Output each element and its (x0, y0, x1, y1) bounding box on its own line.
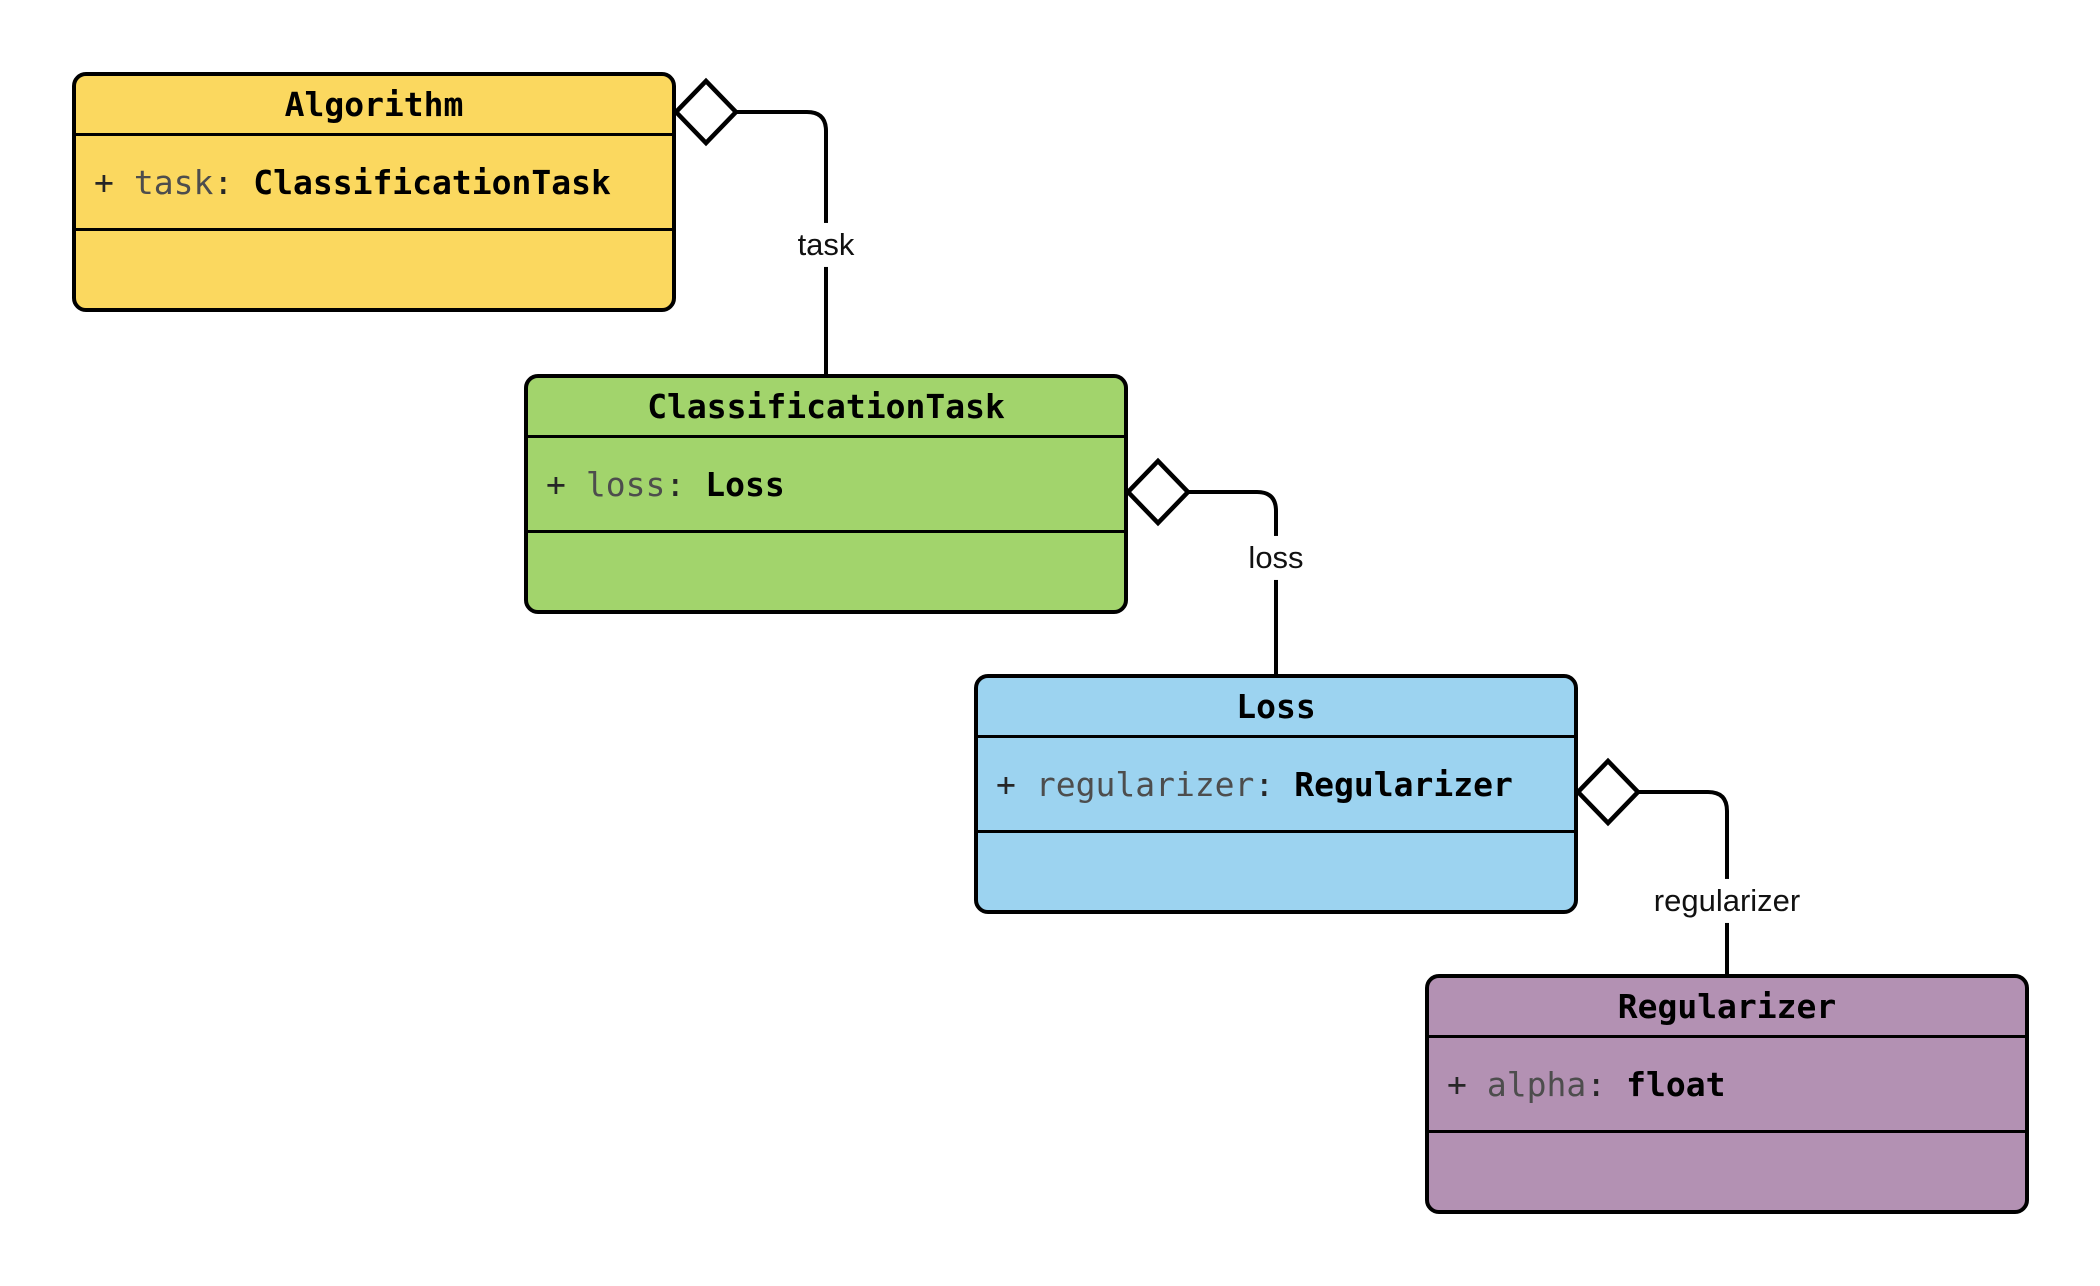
attribute-colon: : (1254, 764, 1275, 804)
attribute-colon: : (213, 162, 234, 202)
attribute-visibility: + (94, 162, 114, 202)
class-box-loss: Loss + regularizer: Regularizer (974, 674, 1578, 914)
class-title: Regularizer (1429, 978, 2025, 1038)
attribute-row: + loss: Loss (528, 438, 1124, 533)
aggregation-diamond-icon (1574, 757, 1642, 827)
edge-task (672, 77, 828, 374)
methods-compartment-empty (76, 231, 672, 308)
aggregation-diamond-icon (672, 77, 740, 147)
edge-regularizer-line (1638, 790, 1729, 974)
edge-regularizer (1574, 757, 1729, 974)
attribute-name: task (133, 162, 214, 202)
edge-label-loss: loss (1240, 535, 1312, 581)
attribute-type: Loss (705, 464, 785, 504)
class-box-regularizer: Regularizer + alpha: float (1425, 974, 2029, 1214)
methods-compartment-empty (978, 833, 1574, 910)
class-title: Loss (978, 678, 1574, 738)
edge-label-task: task (789, 222, 863, 268)
edge-label-regularizer: regularizer (1645, 878, 1809, 924)
attribute-type: Regularizer (1294, 764, 1513, 804)
attribute-visibility: + (1447, 1064, 1467, 1104)
attribute-name: alpha (1486, 1064, 1587, 1104)
edge-task-line (736, 110, 828, 374)
class-title: ClassificationTask (528, 378, 1124, 438)
attribute-type: float (1626, 1064, 1726, 1104)
attribute-row: + regularizer: Regularizer (978, 738, 1574, 833)
attribute-visibility: + (996, 764, 1016, 804)
attribute-row: + alpha: float (1429, 1038, 2025, 1133)
attribute-visibility: + (546, 464, 566, 504)
methods-compartment-empty (528, 533, 1124, 610)
attribute-type: ClassificationTask (253, 162, 611, 202)
aggregation-diamond-icon (1124, 457, 1192, 527)
class-box-classificationtask: ClassificationTask + loss: Loss (524, 374, 1128, 614)
class-title: Algorithm (76, 76, 672, 136)
attribute-row: + task: ClassificationTask (76, 136, 672, 231)
methods-compartment-empty (1429, 1133, 2025, 1210)
edge-loss-line (1188, 490, 1278, 674)
class-box-algorithm: Algorithm + task: ClassificationTask (72, 72, 676, 312)
edge-loss (1124, 457, 1278, 674)
attribute-name: loss (585, 464, 666, 504)
attribute-colon: : (1586, 1064, 1607, 1104)
attribute-colon: : (665, 464, 686, 504)
attribute-name: regularizer (1035, 764, 1255, 804)
